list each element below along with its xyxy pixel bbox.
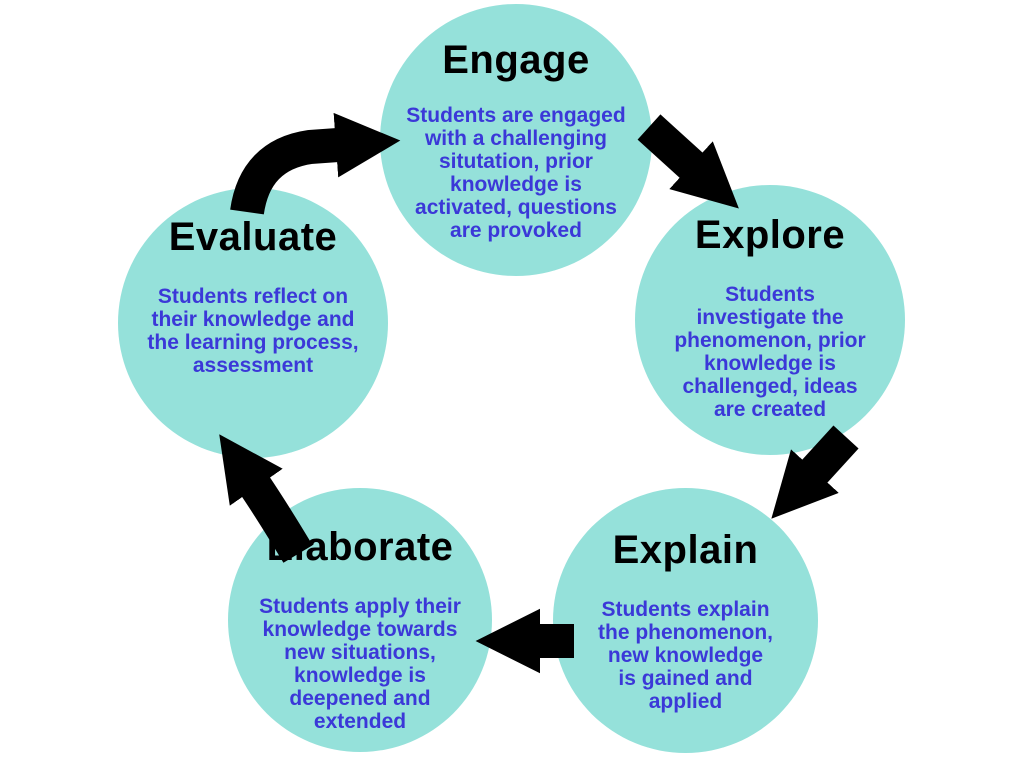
stage-circle-engage: Engage Students are engaged with a chall… — [380, 4, 652, 276]
arrow-engage-to-explore-icon — [637, 114, 739, 209]
stage-title-explain: Explain — [612, 528, 759, 572]
stage-circle-explain: Explain Students explain the phenomenon,… — [553, 488, 818, 753]
stage-description-elaborate: Students apply their knowledge towards n… — [259, 595, 461, 733]
stage-circle-evaluate: Evaluate Students reflect on their knowl… — [118, 188, 388, 458]
stage-description-evaluate: Students reflect on their knowledge and … — [147, 285, 359, 377]
stage-description-engage: Students are engaged with a challenging … — [406, 104, 626, 242]
stage-description-explore: Students investigate the phenomenon, pri… — [674, 283, 866, 421]
stage-title-elaborate: Elaborate — [266, 525, 454, 569]
stage-description-explain: Students explain the phenomenon, new kno… — [598, 598, 773, 713]
stage-circle-explore: Explore Students investigate the phenome… — [635, 185, 905, 455]
stage-title-explore: Explore — [694, 213, 846, 257]
stage-circle-elaborate: Elaborate Students apply their knowledge… — [228, 488, 492, 752]
stage-title-engage: Engage — [442, 38, 590, 82]
stage-title-evaluate: Evaluate — [168, 215, 338, 259]
